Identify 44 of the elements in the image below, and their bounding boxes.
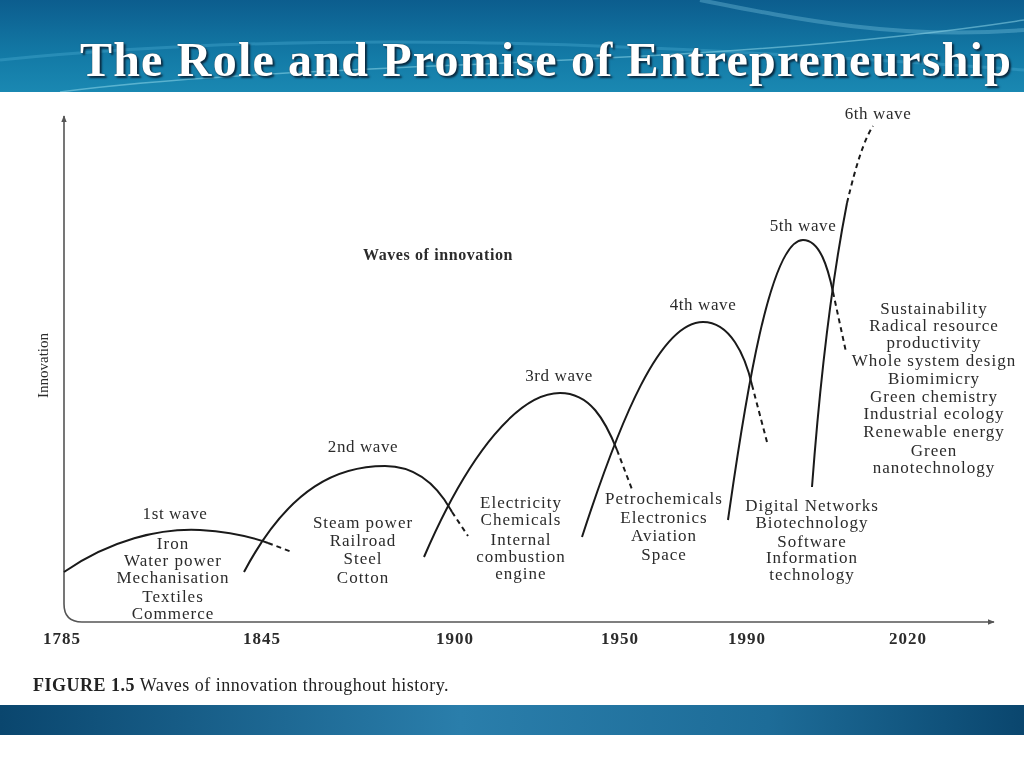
wave-label: 5th wave — [769, 217, 837, 234]
innovation-label: Iron — [156, 535, 190, 552]
year-tick-label: 1990 — [728, 630, 766, 647]
innovation-label: Steel — [343, 550, 383, 567]
innovation-label: Electronics — [620, 509, 708, 526]
innovation-label: Information technology — [764, 549, 860, 583]
innovation-label: Digital Networks — [745, 497, 879, 514]
innovation-label: Textiles — [142, 588, 204, 605]
wave-label: 2nd wave — [327, 438, 399, 455]
innovation-label: Aviation — [630, 527, 698, 544]
innovation-label: Water power — [124, 552, 222, 569]
slide-title: The Role and Promise of Entrepreneurship — [80, 33, 1013, 87]
chart-title: Waves of innovation — [362, 246, 514, 263]
wave-label: 3rd wave — [525, 367, 593, 384]
innovation-label: Sustainability — [880, 300, 988, 317]
innovation-label: Internal combustion engine — [475, 531, 567, 582]
innovation-label: Green chemistry — [870, 388, 998, 405]
innovation-label: Industrial ecology — [863, 405, 1005, 422]
innovation-label: Radical resource productivity — [868, 317, 1000, 351]
year-tick-label: 1950 — [601, 630, 639, 647]
innovation-label: Chemicals — [480, 511, 562, 528]
innovation-label: Biomimicry — [887, 370, 981, 387]
year-tick-label: 1785 — [43, 630, 81, 647]
innovation-label: Software — [777, 533, 847, 550]
innovation-label: Space — [641, 546, 687, 563]
innovation-label: Green nanotechnology — [871, 442, 997, 476]
wave-label: 4th wave — [669, 296, 737, 313]
wave-label: 1st wave — [142, 505, 208, 522]
innovation-label: Petrochemicals — [605, 490, 723, 507]
innovation-label: Biotechnology — [755, 514, 869, 531]
innovation-label: Mechanisation — [116, 569, 230, 586]
year-tick-label: 2020 — [889, 630, 927, 647]
axis-title: Innovation — [34, 333, 52, 398]
figure-caption: FIGURE 1.5 Waves of innovation throughout history. — [33, 675, 450, 695]
innovation-label: Whole system design — [851, 352, 1017, 369]
innovation-label: Railroad — [329, 532, 397, 549]
innovation-label: Steam power — [312, 514, 414, 531]
innovation-label: Commerce — [131, 605, 215, 622]
year-tick-label: 1845 — [243, 630, 281, 647]
year-tick-label: 1900 — [436, 630, 474, 647]
innovation-label: Cotton — [336, 569, 390, 586]
innovation-label: Renewable energy — [863, 423, 1005, 440]
wave-label: 6th wave — [844, 105, 912, 122]
innovation-label: Electricity — [480, 494, 562, 511]
